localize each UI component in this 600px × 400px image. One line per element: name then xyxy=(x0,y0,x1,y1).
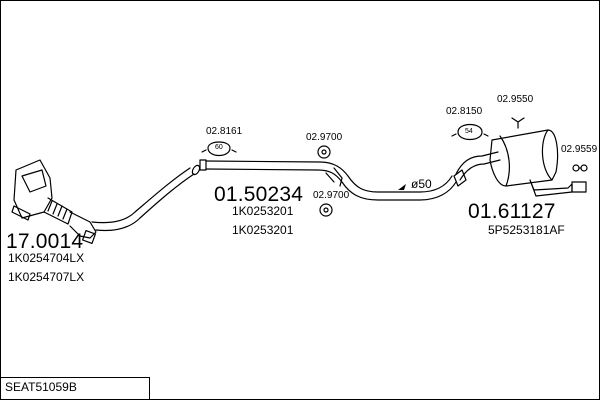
front-pipe-connector xyxy=(69,211,97,239)
front-pipe-drawing xyxy=(11,159,201,245)
accessory-clamp-rear-number: 02.8150 xyxy=(446,106,483,117)
part-number-rear-silencer: 01.61127 xyxy=(468,200,556,223)
clamp-rear-drawing xyxy=(451,123,489,141)
front-pipe-tube-lower xyxy=(95,173,195,232)
accessory-hanger-mid-bottom-number: 02.9700 xyxy=(313,190,350,201)
dimension-arrow xyxy=(398,184,406,190)
front-pipe-tube-upper xyxy=(91,167,191,224)
middle-pipe-inlet xyxy=(199,159,207,171)
middle-pipe-tube-lower xyxy=(205,168,457,201)
ref-front-pipe-1: 1K0254704LX xyxy=(8,251,85,265)
part-number-front-pipe: 17.0014 xyxy=(6,230,84,253)
hanger-rear-top-drawing xyxy=(511,117,525,129)
part-number-middle-pipe: 01.50234 xyxy=(214,183,304,206)
front-pipe-end xyxy=(81,229,97,245)
catalytic-converter-body xyxy=(13,159,53,219)
accessory-clamp-front-marking: 60 xyxy=(215,144,223,151)
middle-pipe-drawing xyxy=(199,159,457,201)
converter-flange xyxy=(11,205,31,221)
silencer-band xyxy=(499,135,510,187)
silencer-end-cap xyxy=(541,129,553,181)
accessory-hanger-tail-number: 02.9559 xyxy=(561,144,598,155)
ref-middle-pipe-1: 1K0253201 xyxy=(232,204,294,218)
diagram-code-box xyxy=(0,377,150,399)
catalytic-converter-shield xyxy=(21,169,47,193)
hanger-tail-drawing xyxy=(572,164,588,172)
front-pipe-outlet xyxy=(191,164,201,176)
ref-front-pipe-2: 1K0254707LX xyxy=(8,270,85,284)
rear-pipe-tube-lower xyxy=(459,159,501,181)
clamp-front-drawing xyxy=(201,141,237,157)
ref-rear-silencer-1: 5P5253181AF xyxy=(488,223,565,237)
ref-middle-pipe-2: 1K0253201 xyxy=(232,223,294,237)
hanger-mid-bottom-drawing xyxy=(319,203,333,217)
middle-pipe-kink xyxy=(333,167,343,187)
diagram-code: SEAT51059B xyxy=(5,380,77,394)
rear-silencer-drawing xyxy=(453,129,587,197)
accessory-hanger-mid-top-number: 02.9700 xyxy=(306,132,343,143)
flex-section xyxy=(43,197,73,225)
silencer-can xyxy=(489,129,559,187)
pipe-diameter-label: ø50 xyxy=(411,177,432,191)
rear-pipe-tube-upper xyxy=(455,151,499,175)
tail-pipe-tip xyxy=(571,181,587,193)
accessory-clamp-front-number: 02.8161 xyxy=(206,126,243,137)
hanger-mid-top-drawing xyxy=(317,145,331,159)
middle-pipe-tube-upper xyxy=(205,160,453,193)
accessory-hanger-rear-top-number: 02.9550 xyxy=(497,94,534,105)
accessory-clamp-rear-marking: 54 xyxy=(465,128,473,135)
rear-pipe-joint xyxy=(453,169,467,187)
